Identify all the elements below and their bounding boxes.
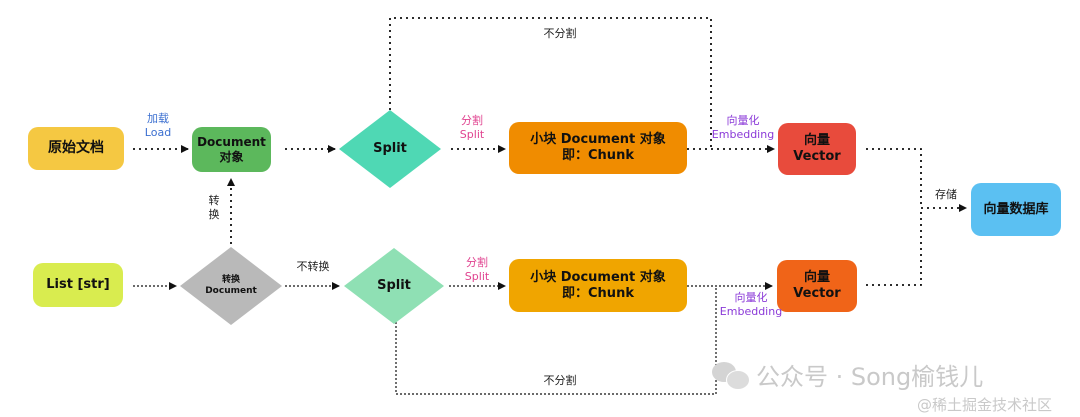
node-vector-bottom-line1: 向量 bbox=[803, 270, 830, 286]
node-split-top-label: Split bbox=[350, 138, 430, 160]
split-bottom-text: Split bbox=[377, 278, 411, 294]
label-split-bottom-cn: 分割 bbox=[466, 256, 488, 269]
label-no-convert: 不转换 bbox=[291, 260, 335, 274]
label-no-split-top-text: 不分割 bbox=[543, 27, 577, 40]
node-vector-db: 向量数据库 bbox=[971, 183, 1061, 236]
label-convert-vertical-1: 转 bbox=[208, 194, 220, 207]
split-bottom-shape bbox=[344, 248, 444, 324]
label-embedding-top: 向量化 Embedding bbox=[708, 114, 778, 142]
node-chunk-top-line2: 即：Chunk bbox=[562, 148, 634, 163]
node-vector-bottom: 向量 Vector bbox=[777, 260, 857, 312]
watermark-account: 公众号 · Song榆钱儿 bbox=[712, 357, 983, 392]
label-no-split-top: 不分割 bbox=[540, 27, 580, 41]
node-vector-top-line1: 向量 bbox=[803, 133, 830, 149]
watermark-account-text: 公众号 · Song榆钱儿 bbox=[756, 363, 984, 391]
edge-store-bottom bbox=[866, 208, 922, 286]
node-chunk-bottom-line2: 即：Chunk bbox=[562, 285, 634, 301]
wechat-icon bbox=[712, 360, 750, 390]
label-load-en: Load bbox=[144, 125, 172, 139]
node-chunk-top: 小块 Document 对象 即：Chunk bbox=[509, 122, 687, 174]
node-split-bottom-label: Split bbox=[354, 275, 434, 297]
label-no-convert-text: 不转换 bbox=[296, 260, 330, 273]
label-split-bottom-en: Split bbox=[464, 269, 490, 283]
node-source-doc-label: 原始文档 bbox=[48, 140, 104, 157]
label-convert-vertical: 转 换 bbox=[206, 194, 222, 222]
watermark-site: @稀土掘金技术社区 bbox=[917, 394, 1052, 415]
label-store: 存储 bbox=[928, 188, 964, 202]
label-embedding-top-en: Embedding bbox=[711, 127, 775, 141]
node-document-obj-line1: Document bbox=[197, 135, 266, 150]
node-vector-bottom-line2: Vector bbox=[793, 286, 841, 301]
label-split-top-en: Split bbox=[459, 127, 485, 141]
label-embedding-top-cn: 向量化 bbox=[726, 114, 760, 127]
label-embedding-bottom-en: Embedding bbox=[719, 304, 783, 318]
node-convert-document-label: 转换 Document bbox=[195, 272, 267, 300]
label-store-text: 存储 bbox=[935, 188, 957, 201]
label-embedding-bottom: 向量化 Embedding bbox=[718, 291, 784, 319]
label-split-top: 分割 Split bbox=[452, 114, 492, 142]
label-embedding-bottom-cn: 向量化 bbox=[734, 291, 768, 304]
node-source-doc: 原始文档 bbox=[28, 127, 124, 170]
split-top-text: Split bbox=[373, 141, 407, 157]
node-list-str: List [str] bbox=[33, 263, 123, 307]
node-list-str-label: List [str] bbox=[46, 277, 110, 293]
edge-no-split-bottom bbox=[395, 286, 717, 395]
label-load-cn: 加载 bbox=[147, 112, 169, 125]
label-load: 加载 Load bbox=[138, 112, 178, 140]
edge-store-top bbox=[866, 148, 967, 212]
node-vector-db-label: 向量数据库 bbox=[983, 201, 1049, 217]
label-no-split-bottom: 不分割 bbox=[540, 374, 580, 388]
node-document-obj-line2: 对象 bbox=[219, 149, 244, 164]
convert-document-line1: 转换 bbox=[221, 275, 240, 286]
label-split-top-cn: 分割 bbox=[461, 114, 483, 127]
node-vector-top: 向量 Vector bbox=[778, 123, 856, 175]
label-split-bottom: 分割 Split bbox=[457, 256, 497, 284]
node-chunk-top-line1: 小块 Document 对象 bbox=[530, 132, 666, 148]
node-vector-top-line2: Vector bbox=[793, 149, 841, 164]
node-document-obj: Document 对象 bbox=[192, 127, 271, 172]
convert-document-shape bbox=[180, 247, 282, 325]
watermark-site-text: @稀土掘金技术社区 bbox=[917, 396, 1053, 414]
label-convert-vertical-2: 换 bbox=[208, 207, 220, 221]
label-no-split-bottom-text: 不分割 bbox=[543, 374, 577, 387]
edge-no-split-top bbox=[389, 17, 712, 149]
split-top-shape bbox=[339, 110, 441, 188]
node-chunk-bottom-line1: 小块 Document 对象 bbox=[530, 269, 666, 285]
node-chunk-bottom: 小块 Document 对象 即：Chunk bbox=[509, 259, 687, 312]
convert-document-line2: Document bbox=[205, 286, 257, 296]
